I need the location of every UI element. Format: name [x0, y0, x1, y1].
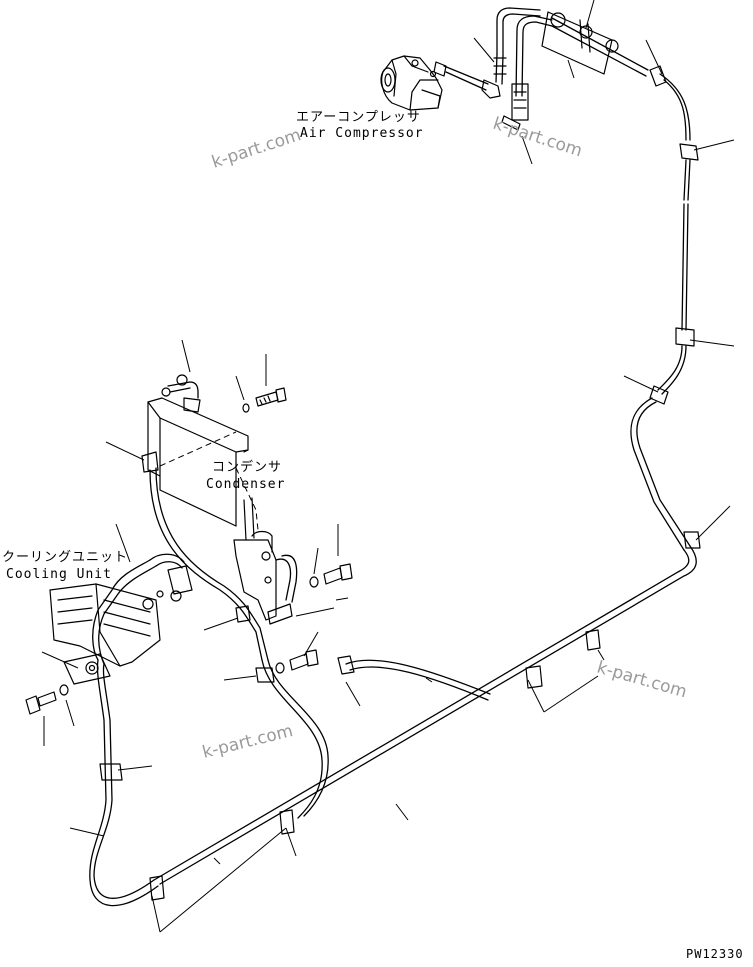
drawing-code: PW12330 [686, 947, 744, 961]
lower-pipe-run [89, 545, 697, 907]
watermark: k-part.com [490, 114, 584, 162]
cooling-unit-label-jp: クーリングユニット [2, 550, 128, 565]
condenser [141, 374, 298, 625]
cooling-unit-label-en: Cooling Unit [6, 567, 112, 582]
callout-leaders [41, 0, 735, 933]
cooling-unit [49, 553, 193, 685]
watermark: k-part.com [200, 721, 295, 763]
compressor-hoses [496, 7, 553, 131]
watermark: k-part.com [595, 658, 689, 703]
condenser-label-jp: コンデンサ [212, 459, 282, 475]
condenser-label-en: Condenser [206, 477, 285, 492]
bolt-condenser-bottom [309, 563, 353, 588]
watermark: k-part.com [209, 125, 303, 173]
air-compressor-label-jp: エアーコンプレッサ [296, 110, 421, 125]
air-compressor [380, 53, 507, 111]
bolt-condenser-top [242, 387, 287, 413]
condenser-line [149, 467, 491, 819]
bolt-cooling-unit [25, 684, 69, 715]
bolt-middle [275, 649, 319, 674]
air-compressor-label-en: Air Compressor [300, 126, 424, 141]
upper-pipe-run [541, 11, 701, 551]
